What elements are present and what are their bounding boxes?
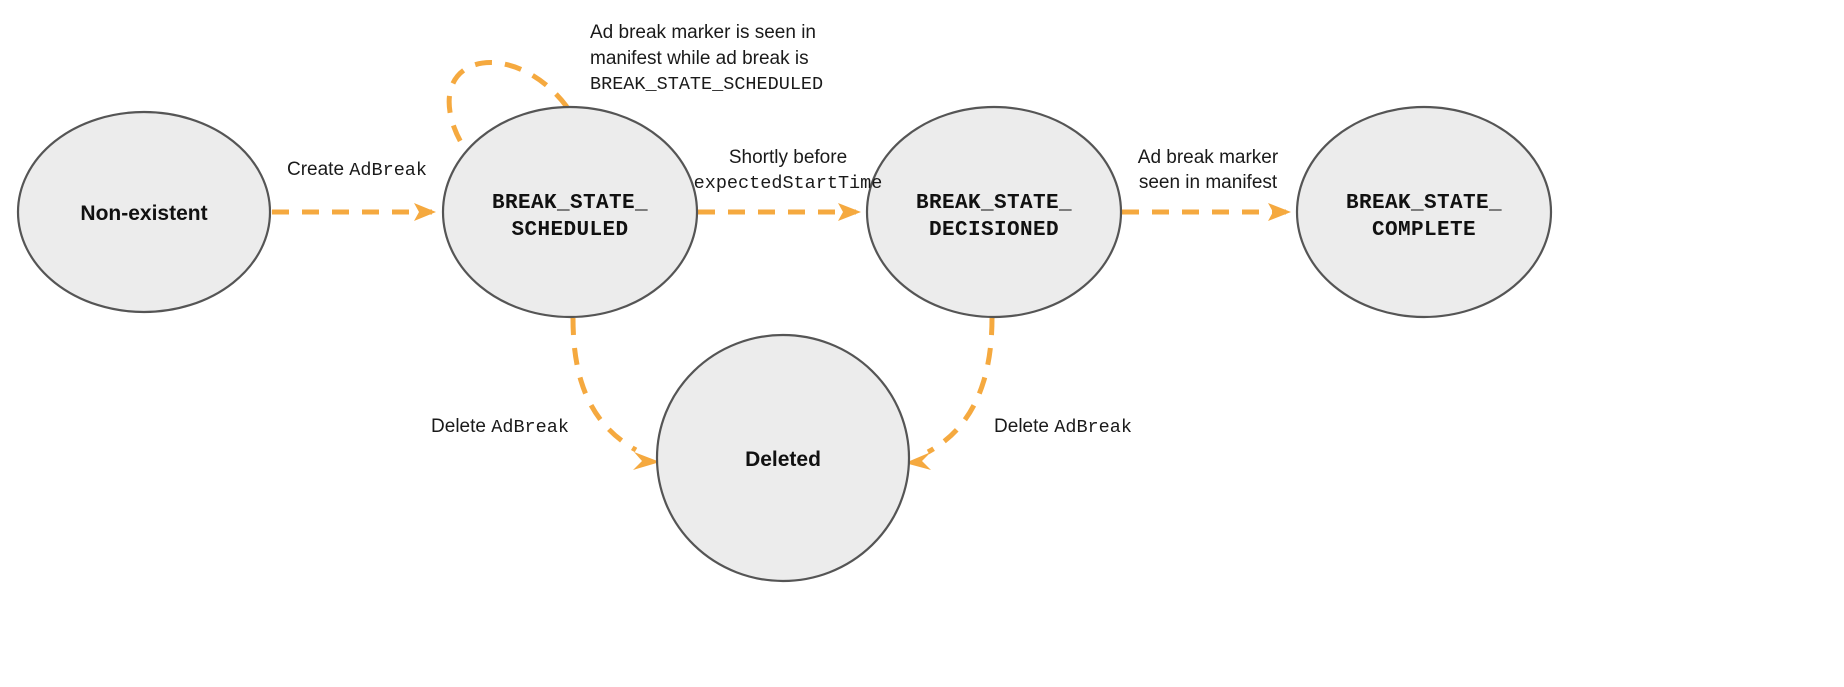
node-deleted[interactable]: Deleted: [655, 333, 911, 583]
edge-scheduled-to-decisioned-arrowhead: [838, 203, 861, 221]
edge-label-create-adbreak-part-0: Create: [287, 159, 349, 180]
svg-text:Delete AdBreak: Delete AdBreak: [431, 416, 569, 438]
edge-decisioned-to-complete-arrowhead: [1268, 203, 1291, 221]
edge-label-decisioned-to-complete: Ad break marker seen in manifest: [1138, 147, 1279, 193]
edge-label-scheduled-to-deleted-part-1: AdBreak: [491, 417, 569, 438]
edge-label-scheduled-to-decisioned-line2: expectedStartTime: [694, 173, 883, 194]
edge-label-decisioned-to-deleted-part-0: Delete: [994, 416, 1054, 437]
node-break-state-decisioned-shape[interactable]: [865, 105, 1123, 319]
edge-label-scheduled-to-deleted: Delete AdBreak: [431, 416, 569, 438]
node-deleted-label: Deleted: [745, 448, 821, 471]
edge-label-scheduled-self-loop: Ad break marker is seen in manifest whil…: [590, 22, 823, 95]
node-break-state-decisioned[interactable]: BREAK_STATE_ DECISIONED: [865, 105, 1123, 319]
edge-label-create-adbreak-part-1: AdBreak: [349, 160, 427, 181]
node-break-state-scheduled-shape[interactable]: [441, 105, 699, 319]
edge-label-scheduled-to-decisioned: Shortly before expectedStartTime: [694, 147, 883, 194]
node-break-state-scheduled[interactable]: BREAK_STATE_ SCHEDULED: [441, 105, 699, 319]
edge-label-decisioned-to-complete-line2: seen in manifest: [1139, 172, 1278, 193]
edge-decisioned-to-deleted-arrowhead: [905, 452, 931, 470]
node-break-state-decisioned-label-line1: BREAK_STATE_: [916, 192, 1072, 215]
edge-label-decisioned-to-complete-line1: Ad break marker: [1138, 147, 1279, 168]
edge-label-create-adbreak: Create AdBreak: [287, 159, 427, 181]
edge-scheduled-to-deleted: [570, 317, 660, 470]
edge-decisioned-to-deleted-line: [926, 317, 995, 455]
edge-label-scheduled-self-loop-line3: BREAK_STATE_SCHEDULED: [590, 74, 823, 95]
edge-label-scheduled-to-decisioned-line1: Shortly before: [729, 147, 847, 168]
edge-scheduled-to-decisioned: [698, 203, 861, 221]
edge-scheduled-to-deleted-line: [570, 317, 638, 453]
node-deleted-shape[interactable]: [655, 333, 911, 583]
edge-label-scheduled-to-deleted-part-0: Delete: [431, 416, 491, 437]
edge-label-scheduled-self-loop-line2: manifest while ad break is: [590, 48, 809, 69]
edge-label-scheduled-self-loop-line1: Ad break marker is seen in: [590, 22, 816, 43]
edge-label-decisioned-to-deleted-part-1: AdBreak: [1054, 417, 1132, 438]
edge-decisioned-to-complete: [1122, 203, 1291, 221]
node-non-existent-label: Non-existent: [80, 202, 207, 225]
node-break-state-complete-label-line1: BREAK_STATE_: [1346, 192, 1502, 215]
edge-decisioned-to-deleted: [905, 317, 995, 470]
node-break-state-complete-label-line2: COMPLETE: [1372, 219, 1476, 242]
node-break-state-decisioned-label-line2: DECISIONED: [929, 219, 1059, 242]
node-non-existent-shape[interactable]: [16, 110, 272, 314]
edge-create-adbreak-arrowhead: [414, 203, 436, 221]
edge-create-adbreak: [272, 203, 436, 221]
node-break-state-complete[interactable]: BREAK_STATE_ COMPLETE: [1295, 105, 1553, 319]
node-break-state-scheduled-label-line2: SCHEDULED: [511, 219, 628, 242]
node-break-state-complete-shape[interactable]: [1295, 105, 1553, 319]
svg-text:Delete AdBreak: Delete AdBreak: [994, 416, 1132, 438]
node-break-state-scheduled-label-line1: BREAK_STATE_: [492, 192, 648, 215]
edge-label-decisioned-to-deleted: Delete AdBreak: [994, 416, 1132, 438]
svg-text:Create AdBreak: Create AdBreak: [287, 159, 427, 181]
node-non-existent[interactable]: Non-existent: [16, 110, 272, 314]
edge-scheduled-to-deleted-arrowhead: [633, 452, 660, 470]
